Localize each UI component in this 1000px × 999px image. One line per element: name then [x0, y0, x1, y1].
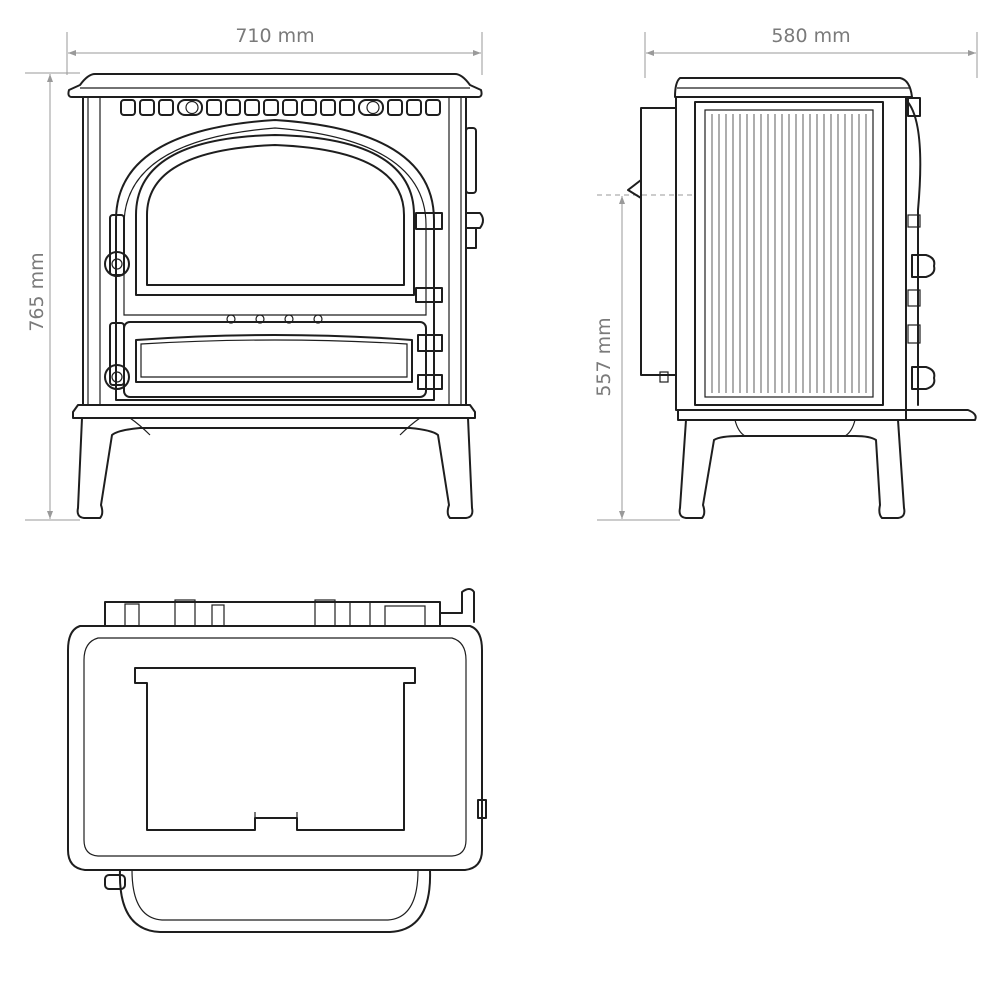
left-leg	[76, 417, 474, 519]
side-view	[597, 32, 978, 521]
top-view-rear-components	[104, 588, 475, 627]
main-door	[115, 119, 435, 401]
door-glass	[135, 134, 415, 296]
vent-slot	[206, 99, 222, 116]
vent-slot	[158, 99, 174, 116]
top-view-hotplate	[134, 667, 416, 831]
side-panel-ribs	[711, 114, 867, 393]
vent-slot	[387, 99, 403, 116]
depth-dimension-label: 580 mm	[771, 25, 851, 47]
air-control-buttons	[226, 314, 323, 324]
vent-slider	[366, 100, 380, 115]
vent-slot	[282, 99, 298, 116]
air-vents	[120, 99, 441, 116]
glass-pane	[146, 144, 405, 286]
side-base	[677, 409, 907, 421]
vent-slot	[425, 99, 441, 116]
rear-controls	[905, 97, 936, 406]
vent-slot	[320, 99, 336, 116]
depth-dimension-line	[644, 32, 978, 78]
door-handle-upper	[104, 214, 130, 277]
flue-height-dimension-label: 557 mm	[593, 317, 615, 397]
side-panel	[694, 101, 884, 406]
vent-slot	[301, 99, 317, 116]
width-dimension-line	[66, 32, 483, 75]
door-handle-lower	[104, 322, 130, 390]
side-body	[675, 96, 907, 411]
vent-slider	[185, 100, 199, 115]
front-view	[25, 32, 484, 521]
top-view	[67, 588, 487, 933]
front-door-profile	[640, 107, 677, 376]
vent-slot	[244, 99, 260, 116]
vent-slot	[139, 99, 155, 116]
base-plinth	[72, 404, 476, 419]
hinges	[415, 212, 443, 390]
top-view-handle-rail	[118, 869, 432, 933]
vent-slot	[358, 99, 384, 116]
side-legs	[678, 419, 906, 519]
top-view-outline	[67, 625, 483, 871]
top-plate	[67, 73, 483, 98]
width-dimension-label: 710 mm	[235, 25, 315, 47]
vent-slot	[177, 99, 203, 116]
vent-slot	[339, 99, 355, 116]
height-dimension-line	[25, 72, 80, 521]
side-controls	[465, 127, 484, 249]
vent-slot	[406, 99, 422, 116]
ash-tray-lip	[905, 409, 977, 421]
vent-slot	[225, 99, 241, 116]
vent-slot	[263, 99, 279, 116]
ash-door	[123, 321, 427, 398]
vent-slot	[120, 99, 136, 116]
flue-height-dimension-line	[597, 194, 692, 521]
height-dimension-label: 765 mm	[26, 252, 48, 332]
